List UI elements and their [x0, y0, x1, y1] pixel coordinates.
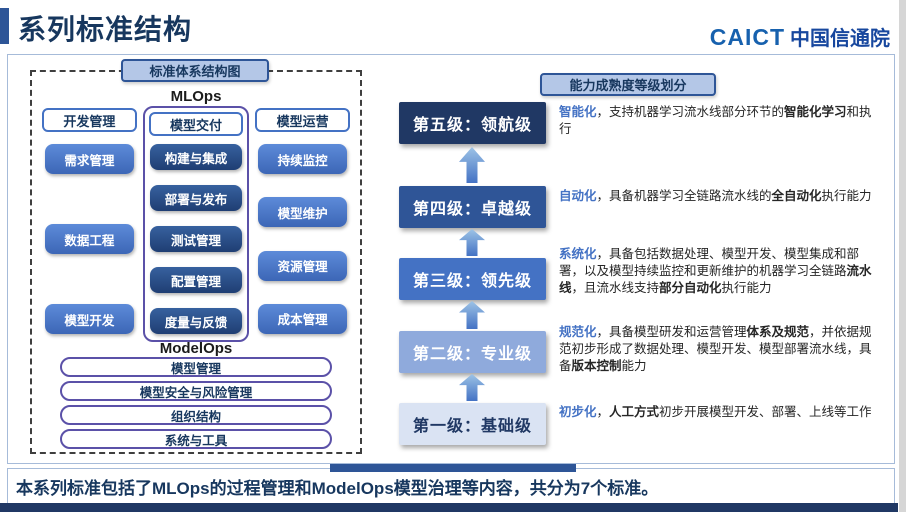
- mlops-item: 模型开发: [45, 304, 134, 334]
- mlops-item: 数据工程: [45, 224, 134, 254]
- modelops-bar: 模型管理: [60, 357, 332, 377]
- mlops-item: 构建与集成: [149, 144, 243, 170]
- maturity-level-1-desc: 初步化，人工方式初步开展模型开发、部署、上线等工作: [559, 405, 872, 419]
- maturity-level-1-box: 第一级：基础级: [399, 403, 546, 445]
- column-items: 构建与集成 部署与发布 测试管理 配置管理 度量与反馈: [149, 136, 244, 336]
- caict-logo: CAICT 中国信通院: [710, 22, 890, 51]
- column-items: 持续监控 模型维护 资源管理 成本管理: [255, 132, 350, 342]
- column-header: 模型运营: [255, 108, 351, 132]
- modelops-title: ModelOps: [159, 340, 233, 357]
- mlops-item: 配置管理: [149, 267, 243, 293]
- up-arrow-icon: [459, 147, 485, 183]
- maturity-level-4-desc: 自动化，具备机器学习全链路流水线的全自动化执行能力: [559, 189, 872, 203]
- mlops-item: 需求管理: [45, 144, 134, 174]
- modelops-bar: 组织结构: [60, 405, 332, 425]
- mlops-item: 模型维护: [258, 197, 348, 228]
- title-accent-bar: [0, 8, 9, 44]
- footer: 本系列标准包括了MLOps的过程管理和ModelOps模型治理等内容，共分为7个…: [7, 468, 895, 504]
- mlops-columns: 开发管理 需求管理 数据工程 模型开发 模型交付 构建与集成 部署与发布 测试管…: [42, 106, 351, 342]
- mlops-title: MLOps: [170, 88, 222, 105]
- model-delivery-column: 模型交付 构建与集成 部署与发布 测试管理 配置管理 度量与反馈: [142, 106, 250, 342]
- column-items: 需求管理 数据工程 模型开发: [42, 132, 137, 342]
- footer-text: 本系列标准包括了MLOps的过程管理和ModelOps模型治理等内容，共分为7个…: [16, 478, 659, 498]
- maturity-level-5-desc: 智能化，支持机器学习流水线部分环节的智能化学习和执行: [559, 105, 872, 136]
- up-arrow-icon: [459, 301, 485, 329]
- caict-logo-cn: 中国信通院: [790, 28, 890, 50]
- right-panel-badge: 能力成熟度等级划分: [540, 73, 716, 96]
- screen-edge: [899, 0, 906, 512]
- maturity-level-3-box: 第三级：领先级: [399, 258, 546, 300]
- modelops-bar: 模型安全与风险管理: [60, 381, 332, 401]
- maturity-level-5-box: 第五级：领航级: [399, 102, 546, 144]
- maturity-level-2-box: 第二级：专业级: [399, 331, 546, 373]
- up-arrow-icon: [459, 229, 485, 256]
- maturity-level-4-box: 第四级：卓越级: [399, 186, 546, 228]
- mlops-item: 成本管理: [258, 303, 348, 334]
- bottom-bar: [0, 503, 898, 512]
- mlops-item: 测试管理: [149, 226, 243, 252]
- footer-accent-bar: [330, 464, 576, 472]
- modelops-bars: 模型管理 模型安全与风险管理 组织结构 系统与工具: [60, 357, 332, 449]
- page-title: 系列标准结构: [18, 14, 193, 45]
- left-panel-badge: 标准体系结构图: [121, 59, 269, 82]
- caict-logo-en: CAICT: [709, 24, 785, 50]
- model-operations-column: 模型运营 持续监控 模型维护 资源管理 成本管理: [255, 108, 351, 342]
- mlops-item: 资源管理: [258, 250, 348, 281]
- mlops-item: 度量与反馈: [149, 308, 243, 334]
- column-header: 模型交付: [148, 112, 244, 136]
- column-header: 开发管理: [42, 108, 137, 132]
- maturity-level-3-desc: 系统化，具备包括数据处理、模型开发、模型集成和部署，以及模型持续监控和更新维护的…: [559, 247, 872, 295]
- maturity-level-2-desc: 规范化，具备模型研发和运营管理体系及规范，并依据规范初步形成了数据处理、模型开发…: [559, 325, 872, 373]
- up-arrow-icon: [459, 374, 485, 401]
- modelops-bar: 系统与工具: [60, 429, 332, 449]
- mlops-item: 持续监控: [258, 144, 348, 174]
- dev-management-column: 开发管理 需求管理 数据工程 模型开发: [42, 108, 137, 342]
- mlops-item: 部署与发布: [149, 185, 243, 211]
